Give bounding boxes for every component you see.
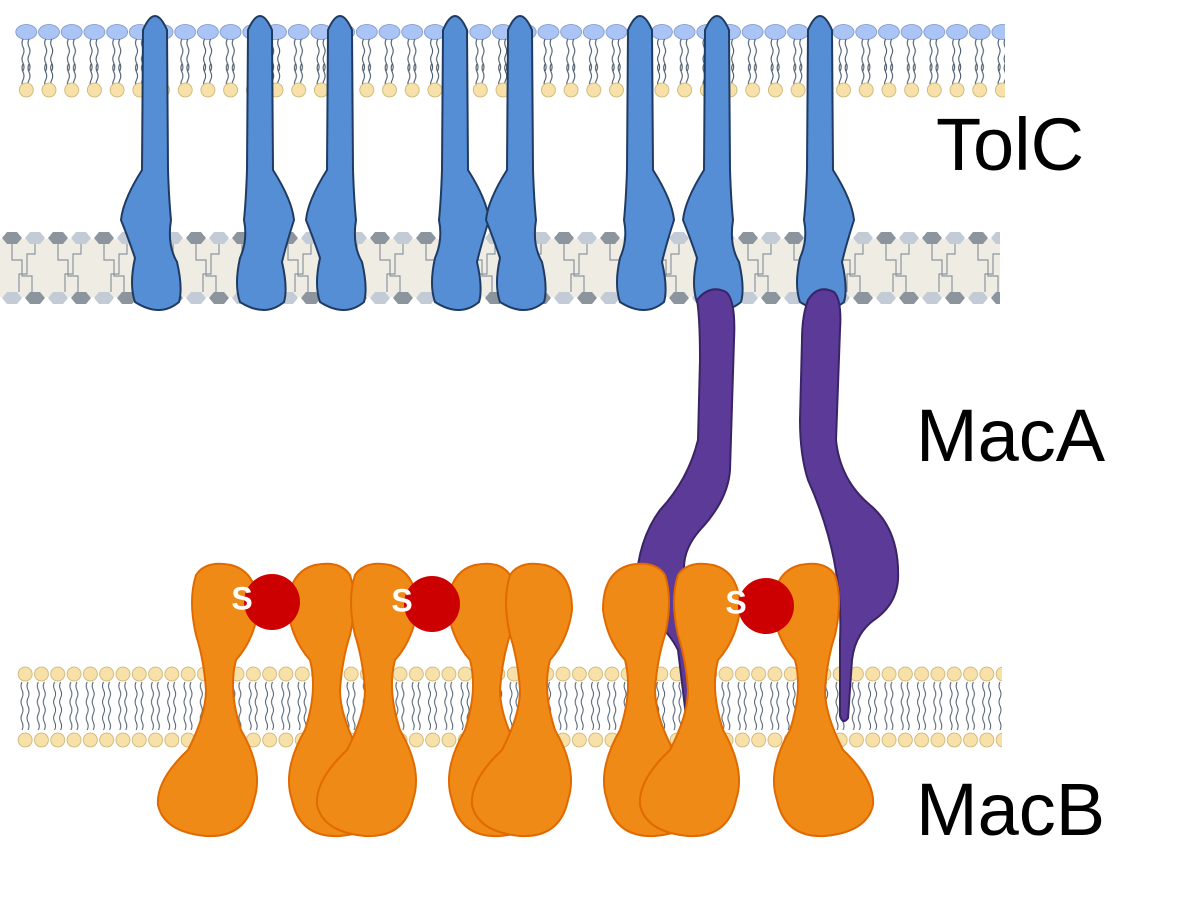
tolc-subunit — [484, 15, 547, 311]
macb-label: MacB — [916, 768, 1105, 851]
substrate-molecule — [404, 576, 460, 632]
tolc-label: TolC — [936, 103, 1084, 186]
tolc-subunit — [616, 15, 676, 311]
maca-subunit — [798, 288, 900, 722]
substrate-molecule — [738, 578, 794, 634]
tolc-subunit — [431, 15, 491, 311]
maca-protein — [634, 288, 900, 722]
tolc-subunit — [681, 15, 744, 311]
macb-subunit — [470, 562, 574, 838]
substrate-label: S — [725, 584, 746, 620]
substrate-label: S — [391, 582, 412, 618]
maca-label: MacA — [916, 394, 1106, 477]
tolc-subunit — [796, 15, 856, 311]
substrate-molecule — [244, 574, 300, 630]
tolc-subunit — [119, 15, 182, 311]
tolc-subunit — [236, 15, 296, 311]
substrate-label: S — [231, 580, 252, 616]
tolc-protein — [119, 15, 856, 311]
tolc-subunit — [304, 15, 367, 311]
